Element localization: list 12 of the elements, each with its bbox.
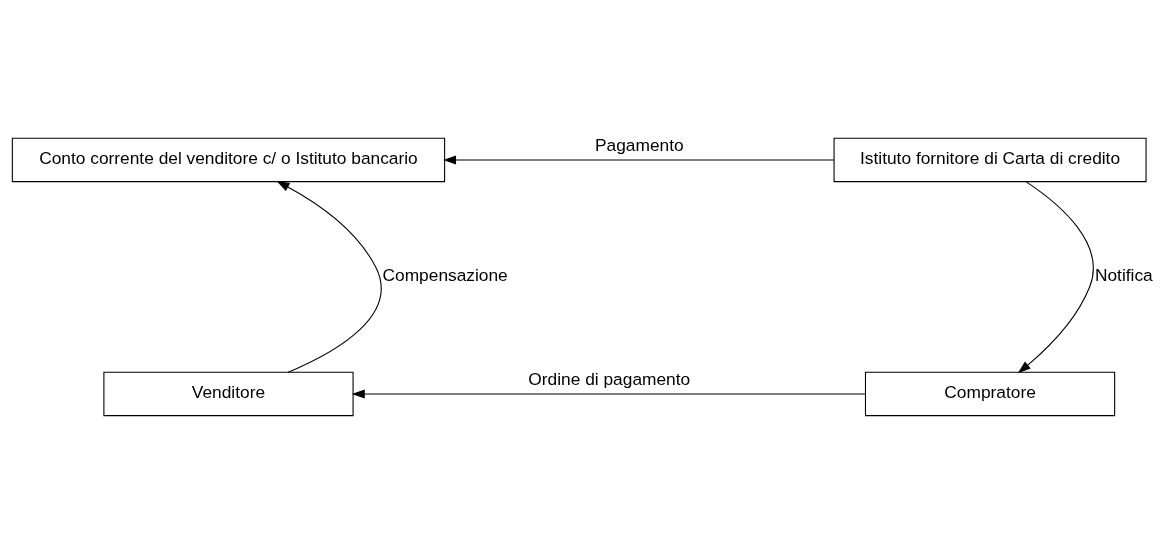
edge-label: Ordine di pagamento <box>528 368 691 389</box>
edge-label: Pagamento <box>595 134 684 155</box>
node-box: Compratore <box>864 371 1116 416</box>
edge-label: Compensazione <box>382 264 508 285</box>
arrow <box>276 180 382 373</box>
node-box: Conto corrente del venditore c/ o Istituto bancario <box>11 137 446 182</box>
node-box: Venditore <box>103 371 354 416</box>
arrow <box>351 388 866 399</box>
node-box: Istituto fornitore di Carta di credito <box>833 137 1147 182</box>
edge-label: Notifica <box>1094 264 1153 285</box>
arrow <box>1017 180 1094 373</box>
arrow <box>443 154 835 165</box>
